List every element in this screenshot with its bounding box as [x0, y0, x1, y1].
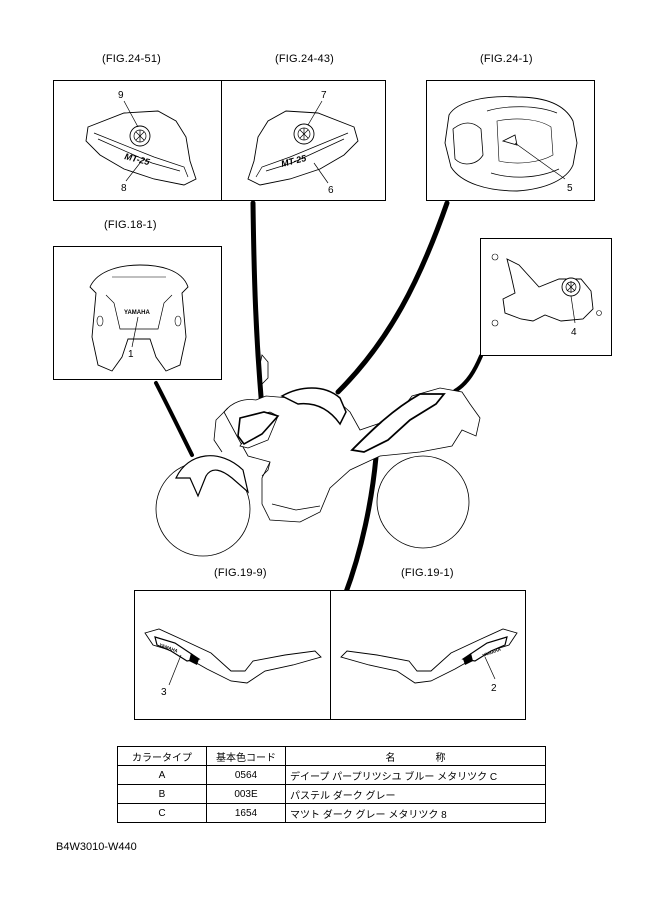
fig-label-24-43: (FIG.24-43) [275, 53, 335, 65]
cell-name: デイープ パープリツシユ ブルー メタリツク C [285, 765, 546, 785]
cell-type: C [117, 803, 207, 823]
cell-code: 0564 [206, 765, 286, 785]
fig-label-18-1: (FIG.18-1) [104, 219, 157, 231]
fig-24-1-panel: 5 [426, 80, 595, 201]
shroud-decal-left [85, 110, 197, 186]
fig-label-24-1: (FIG.24-1) [480, 53, 533, 65]
fig-24-43-panel: MT-25 7 6 [221, 80, 386, 201]
fig-19-1-panel: YAMAHA 2 [330, 590, 526, 720]
cell-type: A [117, 765, 207, 785]
fig-label-24-51: (FIG.24-51) [102, 53, 162, 65]
cell-code: 1654 [206, 803, 286, 823]
drawing-code: B4W3010-W440 [56, 841, 137, 853]
table-row: B 003E パステル ダーク グレー [117, 784, 546, 804]
callout-2: 2 [491, 683, 497, 694]
header-color-type: カラータイプ [117, 746, 207, 766]
tail-emblem-panel: 4 [480, 238, 612, 356]
callout-3: 3 [161, 687, 167, 698]
callout-6: 6 [328, 185, 334, 196]
tank-decal-5 [501, 134, 518, 146]
leader-lines [154, 200, 483, 598]
side-decal-right [461, 636, 508, 662]
header-name: 名 称 [285, 746, 546, 766]
shroud-decal-on-bike [237, 411, 280, 446]
cell-name: マツト ダーク グレー メタリツク 8 [285, 803, 546, 823]
callout-5: 5 [567, 183, 573, 194]
tank-decal-on-bike [280, 387, 347, 426]
fig-19-9-panel: YAMAHA 3 [134, 590, 331, 720]
yamaha-decal-front: YAMAHA [124, 310, 150, 316]
callout-1: 1 [128, 349, 134, 360]
header-color-code: 基本色コード [206, 746, 286, 766]
shroud-decal-right [247, 110, 359, 186]
table-header-row: カラータイプ 基本色コード 名 称 [117, 746, 546, 766]
callout-7: 7 [321, 90, 327, 101]
cell-name: パステル ダーク グレー [285, 784, 546, 804]
yamaha-decal-left: YAMAHA [159, 642, 180, 654]
tail-cover [502, 258, 594, 322]
cell-type: B [117, 784, 207, 804]
callout-9: 9 [118, 90, 124, 101]
table-row: C 1654 マツト ダーク グレー メタリツク 8 [117, 803, 546, 823]
fig-label-19-1: (FIG.19-1) [401, 567, 454, 579]
side-decal-left [154, 636, 201, 662]
fig-24-51-panel: MT-25 9 8 [53, 80, 222, 201]
side-cover-decal-on-bike [350, 393, 446, 453]
table-row: A 0564 デイープ パープリツシユ ブルー メタリツク C [117, 765, 546, 785]
motorcycle-outline [155, 354, 481, 557]
color-code-table: カラータイプ 基本色コード 名 称 A 0564 デイープ パープリツシユ ブル… [117, 746, 546, 823]
front-cowl [89, 264, 189, 372]
fuel-tank-cover [444, 96, 578, 192]
fig-18-1-panel: YAMAHA 1 [53, 246, 222, 380]
callout-8: 8 [121, 183, 127, 194]
side-cover-left [144, 628, 322, 684]
side-cover-right [340, 628, 518, 684]
callout-4: 4 [571, 327, 577, 338]
cell-code: 003E [206, 784, 286, 804]
fig-label-19-9: (FIG.19-9) [214, 567, 267, 579]
yamaha-decal-right: YAMAHA [482, 646, 503, 658]
